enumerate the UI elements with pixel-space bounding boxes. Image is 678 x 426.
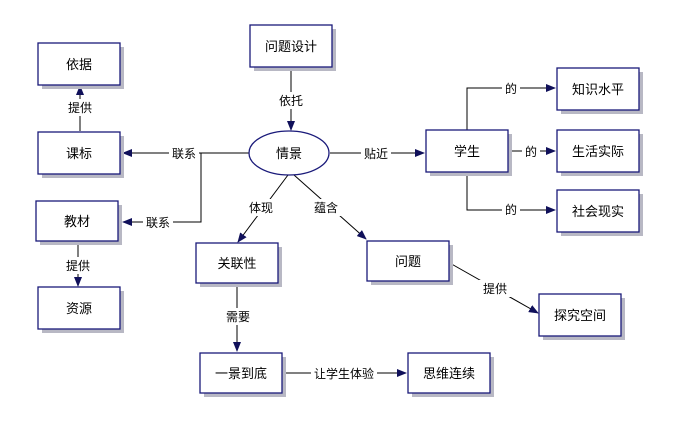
node-shehui-xianshi: 社会现实 — [556, 189, 643, 236]
node-xuesheng: 学生 — [425, 129, 512, 176]
svg-text:探究空间: 探究空间 — [554, 309, 606, 324]
svg-text:生活实际: 生活实际 — [572, 145, 624, 160]
label-tigong-ziyuan: 提供 — [66, 258, 90, 273]
svg-text:关联性: 关联性 — [217, 257, 256, 272]
node-siwei-lianxu: 思维连续 — [407, 352, 494, 397]
svg-text:课标: 课标 — [66, 147, 92, 162]
label-yunhan: 蕴含 — [314, 200, 338, 215]
edge-xuesheng-to-shehui — [466, 171, 556, 214]
svg-text:学生: 学生 — [454, 144, 480, 160]
edge-labels: 依托 贴近 联系 联系 提供 提供 的 的 的 体现 蕴含 需要 提供 让学生体… — [62, 80, 540, 382]
node-wenti-sheji: 问题设计 — [249, 24, 336, 71]
svg-text:教材: 教材 — [64, 214, 90, 230]
label-yituo: 依托 — [279, 93, 303, 108]
svg-text:依据: 依据 — [66, 58, 92, 73]
svg-text:知识水平: 知识水平 — [572, 82, 624, 98]
node-qingjing: 情景 — [248, 130, 330, 176]
edge-qingjing-to-jiaocai — [122, 152, 249, 226]
node-kebiao: 课标 — [37, 131, 124, 178]
svg-text:问题: 问题 — [395, 255, 421, 270]
svg-text:情景: 情景 — [276, 147, 302, 162]
label-de-zhishi: 的 — [505, 81, 517, 96]
svg-text:问题设计: 问题设计 — [265, 40, 317, 55]
label-xuyao: 需要 — [226, 310, 250, 324]
node-jiaocai: 教材 — [35, 200, 122, 245]
label-lianxi-kebiao: 联系 — [172, 147, 196, 161]
svg-text:一景到底: 一景到底 — [215, 366, 267, 382]
svg-text:社会现实: 社会现实 — [572, 204, 624, 220]
node-yiju: 依据 — [37, 42, 124, 89]
node-zhishi-shuiping: 知识水平 — [556, 67, 643, 114]
node-wenti: 问题 — [366, 240, 453, 285]
node-yijing-daodi: 一景到底 — [199, 352, 286, 397]
edge-xuesheng-to-zhishi — [466, 84, 556, 131]
label-tigong-yiju: 提供 — [68, 100, 92, 115]
svg-text:思维连续: 思维连续 — [423, 366, 475, 382]
svg-text:资源: 资源 — [66, 302, 92, 317]
nodes: 问题设计 情景 依据 课标 教材 资源 — [35, 24, 643, 397]
label-de-shenghuo: 的 — [525, 144, 537, 159]
label-lianxi-jiaocai: 联系 — [146, 216, 170, 230]
label-tiejin: 贴近 — [364, 147, 388, 161]
label-de-shehui: 的 — [505, 202, 517, 217]
node-guanlian-xing: 关联性 — [195, 242, 282, 287]
label-rang-xuesheng: 让学生体验 — [314, 366, 374, 381]
label-tigong-tanjiu: 提供 — [483, 281, 507, 296]
node-tanjiu-kongjian: 探究空间 — [538, 293, 625, 340]
node-shenghuo-shiji: 生活实际 — [556, 129, 643, 176]
node-ziyuan: 资源 — [37, 286, 124, 333]
label-tixian: 体现 — [249, 201, 273, 215]
